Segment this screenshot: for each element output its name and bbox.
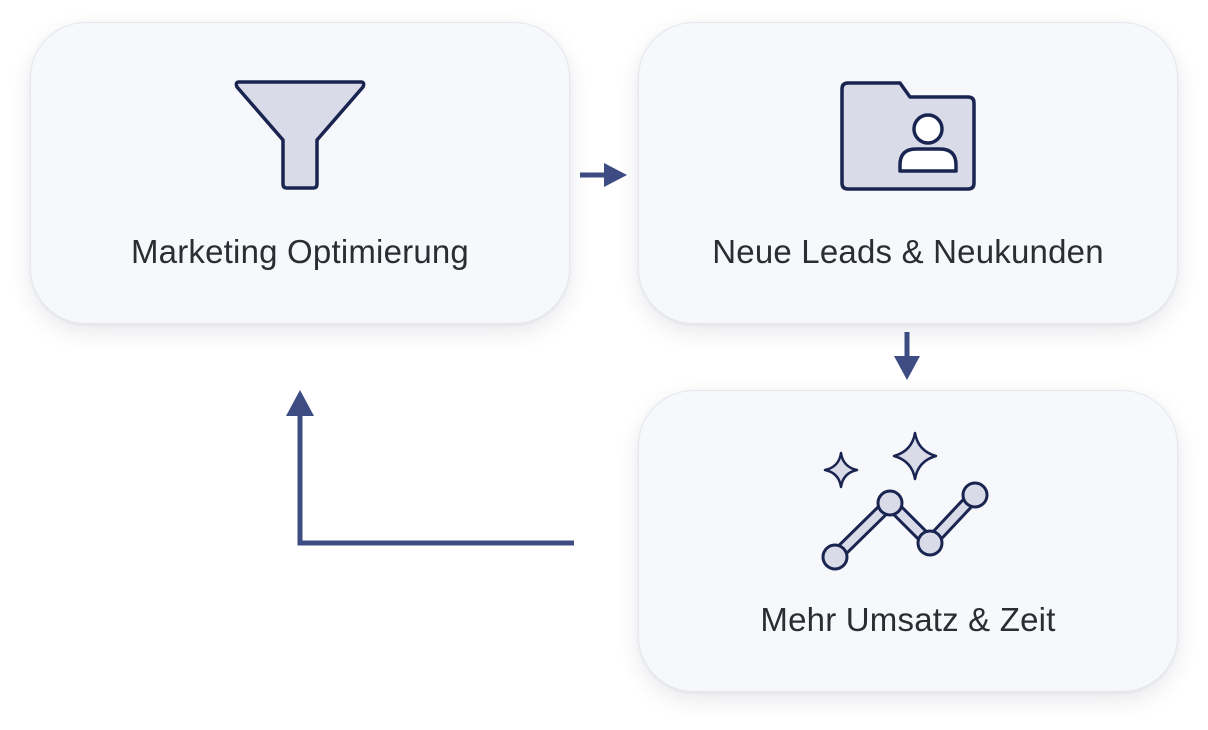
node-label: Neue Leads & Neukunden	[712, 233, 1104, 270]
node-marketing-optimierung: Marketing Optimierung	[30, 22, 570, 324]
growth-chart-sparkle-icon	[821, 431, 989, 571]
arrow-umsatz-to-marketing	[286, 390, 574, 546]
node-mehr-umsatz-zeit: Mehr Umsatz & Zeit	[638, 390, 1178, 692]
node-neue-leads-neukunden: Neue Leads & Neukunden	[638, 22, 1178, 324]
sparkle-large-icon	[892, 431, 938, 481]
node-label: Marketing Optimierung	[130, 233, 469, 270]
sparkle-small-icon	[823, 451, 859, 489]
folder-user-icon	[840, 81, 976, 191]
funnel-icon	[234, 80, 366, 190]
node-label: Mehr Umsatz & Zeit	[760, 601, 1056, 638]
arrow-leads-to-umsatz	[894, 332, 920, 380]
arrow-marketing-to-leads	[580, 163, 627, 187]
